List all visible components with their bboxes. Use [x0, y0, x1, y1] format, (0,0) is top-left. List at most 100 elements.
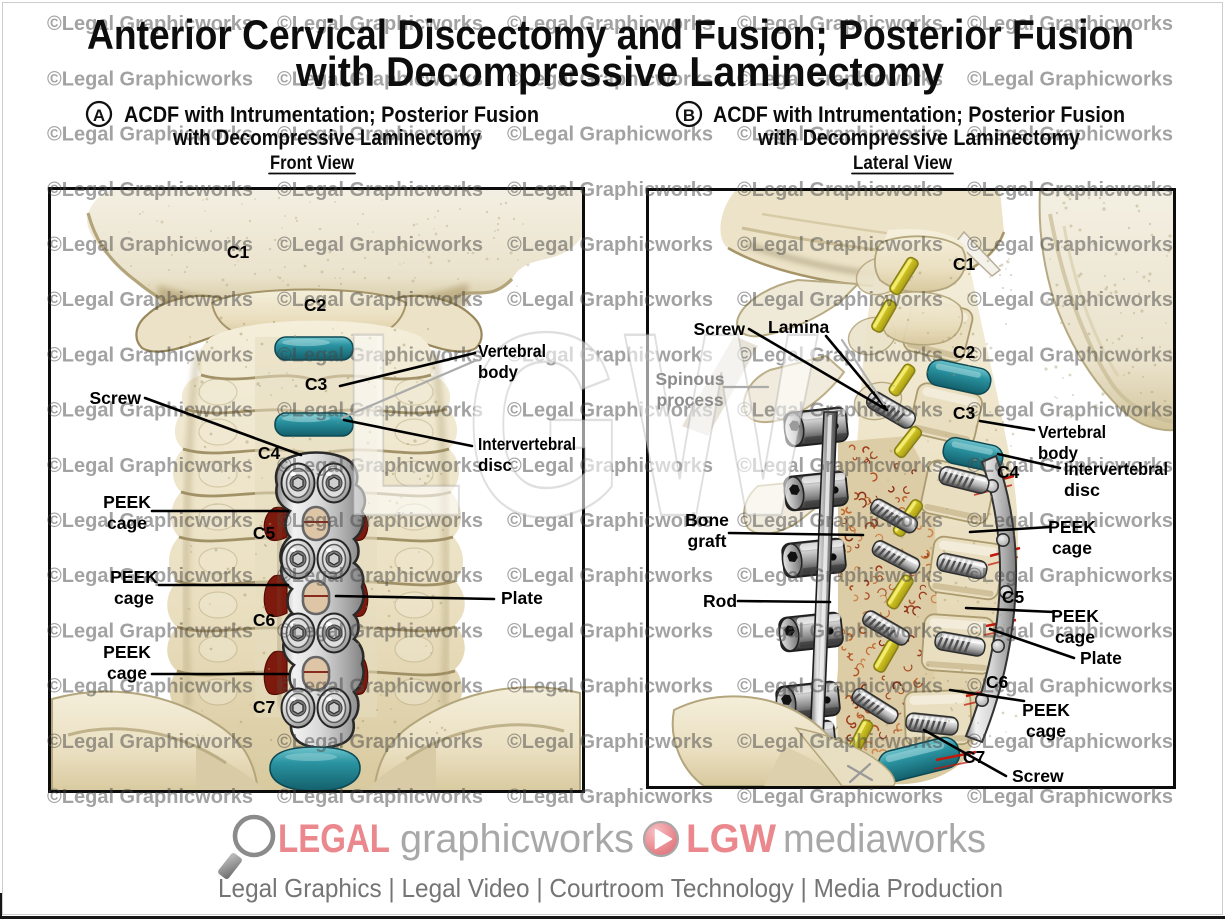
svg-text:©Legal Graphicworks: ©Legal Graphicworks	[967, 343, 1173, 366]
svg-text:Screw: Screw	[89, 388, 141, 408]
svg-text:Anterior Cervical Discectomy a: Anterior Cervical Discectomy and Fusion;…	[87, 11, 1134, 58]
svg-text:mediaworks: mediaworks	[783, 817, 986, 861]
svg-text:©Legal Graphicworks: ©Legal Graphicworks	[967, 12, 1173, 35]
svg-text:B: B	[683, 106, 695, 125]
svg-text:cage: cage	[107, 663, 147, 683]
svg-text:©Legal Graphicworks: ©Legal Graphicworks	[47, 730, 253, 753]
svg-text:©Legal Graphicworks: ©Legal Graphicworks	[47, 785, 253, 808]
svg-text:cage: cage	[107, 513, 147, 533]
svg-text:©Legal Graphicworks: ©Legal Graphicworks	[47, 509, 253, 532]
svg-text:©Legal Graphicworks: ©Legal Graphicworks	[277, 12, 483, 35]
svg-text:©Legal Graphicworks: ©Legal Graphicworks	[47, 454, 253, 477]
svg-text:©Legal Graphicworks: ©Legal Graphicworks	[277, 675, 483, 698]
svg-text:©Legal Graphicworks: ©Legal Graphicworks	[277, 233, 483, 256]
svg-text:©Legal Graphicworks: ©Legal Graphicworks	[737, 564, 943, 587]
svg-text:©Legal Graphicworks: ©Legal Graphicworks	[277, 730, 483, 753]
svg-text:PEEK: PEEK	[103, 492, 151, 512]
svg-text:PEEK: PEEK	[110, 567, 158, 587]
svg-text:process: process	[656, 390, 723, 410]
svg-text:©Legal Graphicworks: ©Legal Graphicworks	[277, 454, 483, 477]
svg-text:disc: disc	[1064, 480, 1100, 500]
svg-text:LGW: LGW	[686, 817, 776, 861]
svg-text:Screw: Screw	[693, 319, 745, 339]
svg-text:©Legal Graphicworks: ©Legal Graphicworks	[277, 509, 483, 532]
svg-text:PEEK: PEEK	[1048, 517, 1096, 537]
svg-text:C3: C3	[305, 374, 328, 394]
svg-text:©Legal Graphicworks: ©Legal Graphicworks	[47, 288, 253, 311]
svg-text:©Legal Graphicworks: ©Legal Graphicworks	[507, 785, 713, 808]
svg-text:Front View: Front View	[270, 153, 354, 174]
svg-text:©Legal Graphicworks: ©Legal Graphicworks	[967, 123, 1173, 146]
svg-text:©Legal Graphicworks: ©Legal Graphicworks	[47, 123, 253, 146]
svg-text:©Legal Graphicworks: ©Legal Graphicworks	[47, 399, 253, 422]
svg-text:Spinous: Spinous	[655, 369, 724, 389]
svg-text:©Legal Graphicworks: ©Legal Graphicworks	[737, 675, 943, 698]
svg-text:©Legal Graphicworks: ©Legal Graphicworks	[507, 399, 713, 422]
svg-text:PEEK: PEEK	[103, 642, 151, 662]
svg-text:©Legal Graphicworks: ©Legal Graphicworks	[967, 178, 1173, 201]
svg-text:©Legal Graphicworks: ©Legal Graphicworks	[277, 399, 483, 422]
svg-text:©Legal Graphicworks: ©Legal Graphicworks	[47, 67, 253, 90]
svg-text:Intervertebral: Intervertebral	[478, 434, 576, 454]
svg-text:©Legal Graphicworks: ©Legal Graphicworks	[277, 343, 483, 366]
svg-text:body: body	[478, 362, 518, 382]
svg-text:C2: C2	[304, 295, 327, 315]
svg-text:©Legal Graphicworks: ©Legal Graphicworks	[967, 785, 1173, 808]
svg-text:©Legal Graphicworks: ©Legal Graphicworks	[507, 509, 713, 532]
svg-text:C1: C1	[953, 254, 976, 274]
svg-text:©Legal Graphicworks: ©Legal Graphicworks	[737, 123, 943, 146]
svg-text:©Legal Graphicworks: ©Legal Graphicworks	[967, 509, 1173, 532]
svg-text:©Legal Graphicworks: ©Legal Graphicworks	[507, 619, 713, 642]
svg-text:C3: C3	[953, 403, 976, 423]
svg-text:with Decompressive Laminectomy: with Decompressive Laminectomy	[295, 48, 945, 95]
svg-text:cage: cage	[1026, 721, 1066, 741]
svg-text:with Decompressive Laminectomy: with Decompressive Laminectomy	[757, 125, 1081, 150]
svg-text:Intervertebral: Intervertebral	[1064, 459, 1168, 479]
svg-text:©Legal Graphicworks: ©Legal Graphicworks	[737, 233, 943, 256]
svg-text:©Legal Graphicworks: ©Legal Graphicworks	[507, 123, 713, 146]
svg-text:cage: cage	[1055, 627, 1095, 647]
svg-text:Legal Graphics | Legal Video |: Legal Graphics | Legal Video | Courtroom…	[218, 873, 1003, 903]
svg-text:Rod: Rod	[703, 591, 737, 611]
svg-text:©Legal Graphicworks: ©Legal Graphicworks	[737, 343, 943, 366]
svg-text:©Legal Graphicworks: ©Legal Graphicworks	[507, 67, 713, 90]
svg-text:©Legal Graphicworks: ©Legal Graphicworks	[47, 12, 253, 35]
svg-text:Plate: Plate	[501, 588, 543, 608]
svg-text:Vertebral: Vertebral	[478, 341, 546, 361]
svg-text:©Legal Graphicworks: ©Legal Graphicworks	[737, 730, 943, 753]
svg-text:LEGAL: LEGAL	[278, 817, 390, 861]
svg-text:©Legal Graphicworks: ©Legal Graphicworks	[47, 564, 253, 587]
svg-text:Lamina: Lamina	[768, 317, 830, 337]
svg-text:©Legal Graphicworks: ©Legal Graphicworks	[47, 619, 253, 642]
svg-text:C4: C4	[997, 462, 1020, 482]
svg-text:©Legal Graphicworks: ©Legal Graphicworks	[277, 619, 483, 642]
svg-text:©Legal Graphicworks: ©Legal Graphicworks	[737, 67, 943, 90]
svg-text:©Legal Graphicworks: ©Legal Graphicworks	[507, 730, 713, 753]
svg-text:Bone: Bone	[685, 510, 729, 530]
svg-text:©Legal Graphicworks: ©Legal Graphicworks	[277, 67, 483, 90]
svg-text:©Legal Graphicworks: ©Legal Graphicworks	[277, 785, 483, 808]
svg-text:©Legal Graphicworks: ©Legal Graphicworks	[967, 399, 1173, 422]
svg-text:C5: C5	[253, 523, 276, 543]
svg-text:©Legal Graphicworks: ©Legal Graphicworks	[967, 564, 1173, 587]
svg-text:©Legal Graphicworks: ©Legal Graphicworks	[507, 233, 713, 256]
svg-text:©Legal Graphicworks: ©Legal Graphicworks	[277, 288, 483, 311]
svg-text:©Legal Graphicworks: ©Legal Graphicworks	[507, 454, 713, 477]
svg-text:©Legal Graphicworks: ©Legal Graphicworks	[507, 675, 713, 698]
svg-text:©Legal Graphicworks: ©Legal Graphicworks	[967, 619, 1173, 642]
svg-text:©Legal Graphicworks: ©Legal Graphicworks	[737, 454, 943, 477]
svg-text:©Legal Graphicworks: ©Legal Graphicworks	[967, 67, 1173, 90]
svg-text:©Legal Graphicworks: ©Legal Graphicworks	[507, 288, 713, 311]
svg-text:©Legal Graphicworks: ©Legal Graphicworks	[737, 785, 943, 808]
svg-text:Plate: Plate	[1080, 648, 1122, 668]
svg-text:A: A	[93, 106, 105, 125]
svg-text:PEEK: PEEK	[1022, 700, 1070, 720]
svg-text:with Decompressive Laminectomy: with Decompressive Laminectomy	[172, 125, 482, 150]
svg-text:graphicworks: graphicworks	[400, 817, 634, 861]
svg-text:©Legal Graphicworks: ©Legal Graphicworks	[737, 619, 943, 642]
svg-text:C6: C6	[986, 672, 1009, 692]
svg-text:©Legal Graphicworks: ©Legal Graphicworks	[277, 564, 483, 587]
svg-text:©Legal Graphicworks: ©Legal Graphicworks	[507, 343, 713, 366]
svg-text:graft: graft	[688, 531, 727, 551]
svg-text:©Legal Graphicworks: ©Legal Graphicworks	[967, 730, 1173, 753]
